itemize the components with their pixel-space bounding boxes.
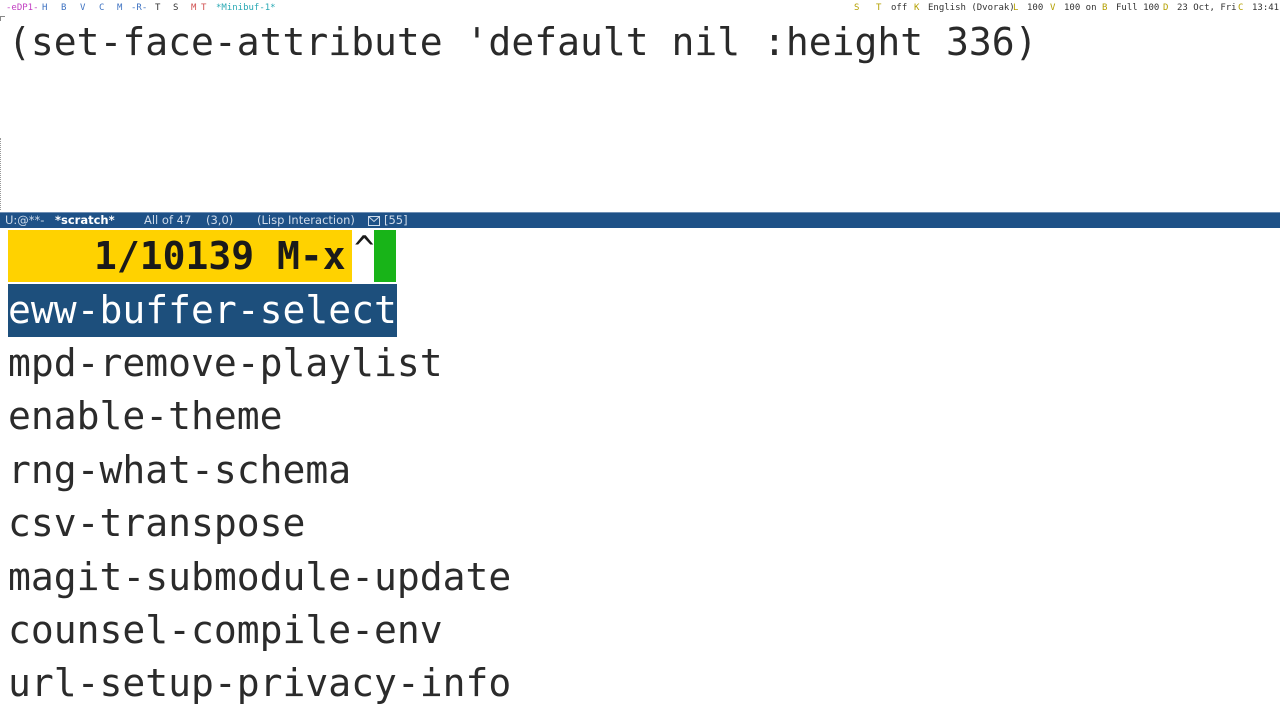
minibuffer-prompt-box <box>8 230 352 282</box>
battery-value: Full 100 <box>1116 3 1160 13</box>
indicator-c: C <box>99 3 105 13</box>
date-value: 23 Oct, Fri <box>1177 3 1237 13</box>
label-c: C <box>1238 3 1244 13</box>
buffer-position: All of 47 <box>144 213 192 227</box>
candidate-item[interactable]: magit-submodule-update <box>8 555 512 599</box>
buffer-code-line[interactable]: (set-face-attribute 'default nil :height… <box>8 20 1038 64</box>
indicator-m: M <box>117 3 123 13</box>
window-corner <box>0 16 5 21</box>
candidate-item[interactable]: counsel-compile-env <box>8 608 443 652</box>
touchpad-value: off <box>891 3 908 13</box>
candidate-item[interactable]: mpd-remove-playlist <box>8 341 443 385</box>
top-status-bar: -eDP1- H B V C M -R- T S M T *Minibuf-1*… <box>0 0 1280 16</box>
label-k: K <box>914 3 920 13</box>
volume-value: 100 on <box>1064 3 1097 13</box>
candidate-item[interactable]: rng-what-schema <box>8 448 352 492</box>
buffer-name[interactable]: *scratch* <box>55 213 115 227</box>
indicator-h: H <box>42 3 48 13</box>
label-t: T <box>876 3 882 13</box>
candidate-item[interactable]: enable-theme <box>8 394 283 438</box>
keyboard-layout: English (Dvorak) <box>928 3 1015 13</box>
label-b: B <box>1102 3 1108 13</box>
label-v: V <box>1050 3 1056 13</box>
major-mode[interactable]: (Lisp Interaction) <box>257 213 355 227</box>
indicator-t: T <box>155 3 161 13</box>
indicator-t2: T <box>201 3 207 13</box>
mail-count: [55] <box>384 213 408 227</box>
active-buffer-label: *Minibuf-1* <box>216 3 276 13</box>
indicator-readonly: -R- <box>131 3 148 13</box>
label-l: L <box>1013 3 1019 13</box>
minibuffer-prompt: 1/10139 M-x <box>94 234 346 278</box>
candidate-item[interactable]: csv-transpose <box>8 501 306 545</box>
indicator-s: S <box>173 3 179 13</box>
minibuffer-input[interactable]: ^ <box>354 229 375 269</box>
clock-value: 13:41 <box>1252 3 1280 13</box>
candidate-item[interactable]: url-setup-privacy-info <box>8 661 512 705</box>
envelope-icon <box>368 213 380 230</box>
label-d: D <box>1163 3 1169 13</box>
indicator-m2: M <box>191 3 197 13</box>
buffer-state: U:@**- <box>5 213 45 227</box>
candidate-selected[interactable]: eww-buffer-select <box>8 284 397 337</box>
text-cursor <box>374 230 396 282</box>
output-name: -eDP1- <box>6 3 39 13</box>
label-s: S <box>854 3 860 13</box>
fringe-indicator <box>0 138 6 210</box>
light-value: 100 <box>1027 3 1044 13</box>
indicator-b: B <box>61 3 67 13</box>
cursor-coords: (3,0) <box>206 213 234 227</box>
indicator-v: V <box>80 3 86 13</box>
mode-line: U:@**- *scratch* All of 47 (3,0) (Lisp I… <box>0 212 1280 228</box>
